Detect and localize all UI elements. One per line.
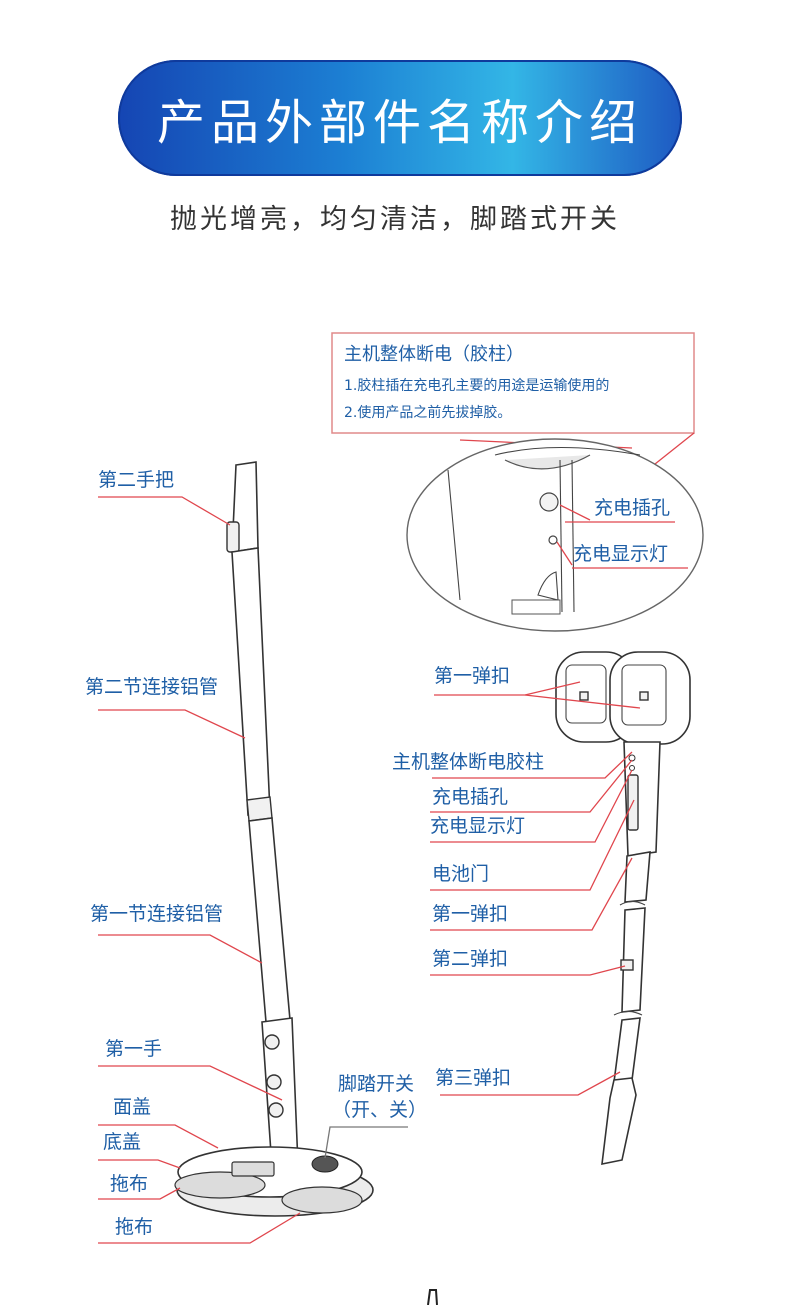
charge-port-zoom-shape <box>539 492 559 512</box>
label-charge-light-zoom: 充电显示灯 <box>573 543 668 565</box>
label-second-clip: 第二弹扣 <box>432 948 508 970</box>
label-first-clip: 第一弹扣 <box>432 903 508 925</box>
second-tube-shape <box>231 547 271 816</box>
zoom-circle <box>406 438 704 632</box>
label-third-clip: 第三弹扣 <box>435 1067 511 1089</box>
label-foot-switch-state: （开、关） <box>332 1099 427 1121</box>
label-mop-2: 拖布 <box>115 1216 153 1238</box>
next-section-hint <box>427 1289 438 1305</box>
label-power-pin: 主机整体断电胶柱 <box>392 751 544 773</box>
label-first-handle: 第一手 <box>105 1038 162 1060</box>
label-charge-port-zoom: 充电插孔 <box>594 497 670 519</box>
power-pin-callout: 主机整体断电（胶柱） 1.胶柱插在充电孔主要的用途是运输使用的 2.使用产品之前… <box>331 332 695 469</box>
label-top-cover: 面盖 <box>113 1096 151 1118</box>
label-first-clip-top: 第一弹扣 <box>434 665 510 687</box>
first-tube-shape <box>248 817 291 1023</box>
title-banner: 产品外部件名称介绍 <box>118 60 682 176</box>
label-bottom-cover: 底盖 <box>103 1131 141 1153</box>
mop-head-view <box>555 651 691 1166</box>
callout-line-1: 1.胶柱插在充电孔主要的用途是运输使用的 <box>344 377 609 394</box>
page-title: 产品外部件名称介绍 <box>156 95 643 151</box>
label-mop-1: 拖布 <box>110 1173 148 1195</box>
tube-segment-2 <box>613 1017 641 1083</box>
callout-title: 主机整体断电（胶柱） <box>344 344 524 365</box>
callout-box <box>331 332 695 434</box>
foot-switch-shape <box>311 1155 339 1173</box>
label-foot-switch: 脚踏开关 <box>338 1073 414 1095</box>
mop-pad-left <box>174 1171 266 1199</box>
label-first-tube: 第一节连接铝管 <box>90 903 223 925</box>
mop-pad-right <box>281 1186 363 1214</box>
charge-light-zoom-shape <box>548 535 558 545</box>
label-battery-door: 电池门 <box>432 863 489 885</box>
callout-line-2: 2.使用产品之前先拔掉胶。 <box>344 404 511 421</box>
label-second-tube: 第二节连接铝管 <box>85 676 218 698</box>
label-charge-light: 充电显示灯 <box>430 815 525 837</box>
callout-leader-2 <box>649 432 695 469</box>
label-second-handle: 第二手把 <box>98 469 174 491</box>
mop-full-view <box>174 461 374 1217</box>
page-subtitle: 抛光增亮，均匀清洁，脚踏式开关 <box>170 204 620 235</box>
handle-segment <box>601 1077 637 1166</box>
label-charge-port: 充电插孔 <box>432 786 508 808</box>
